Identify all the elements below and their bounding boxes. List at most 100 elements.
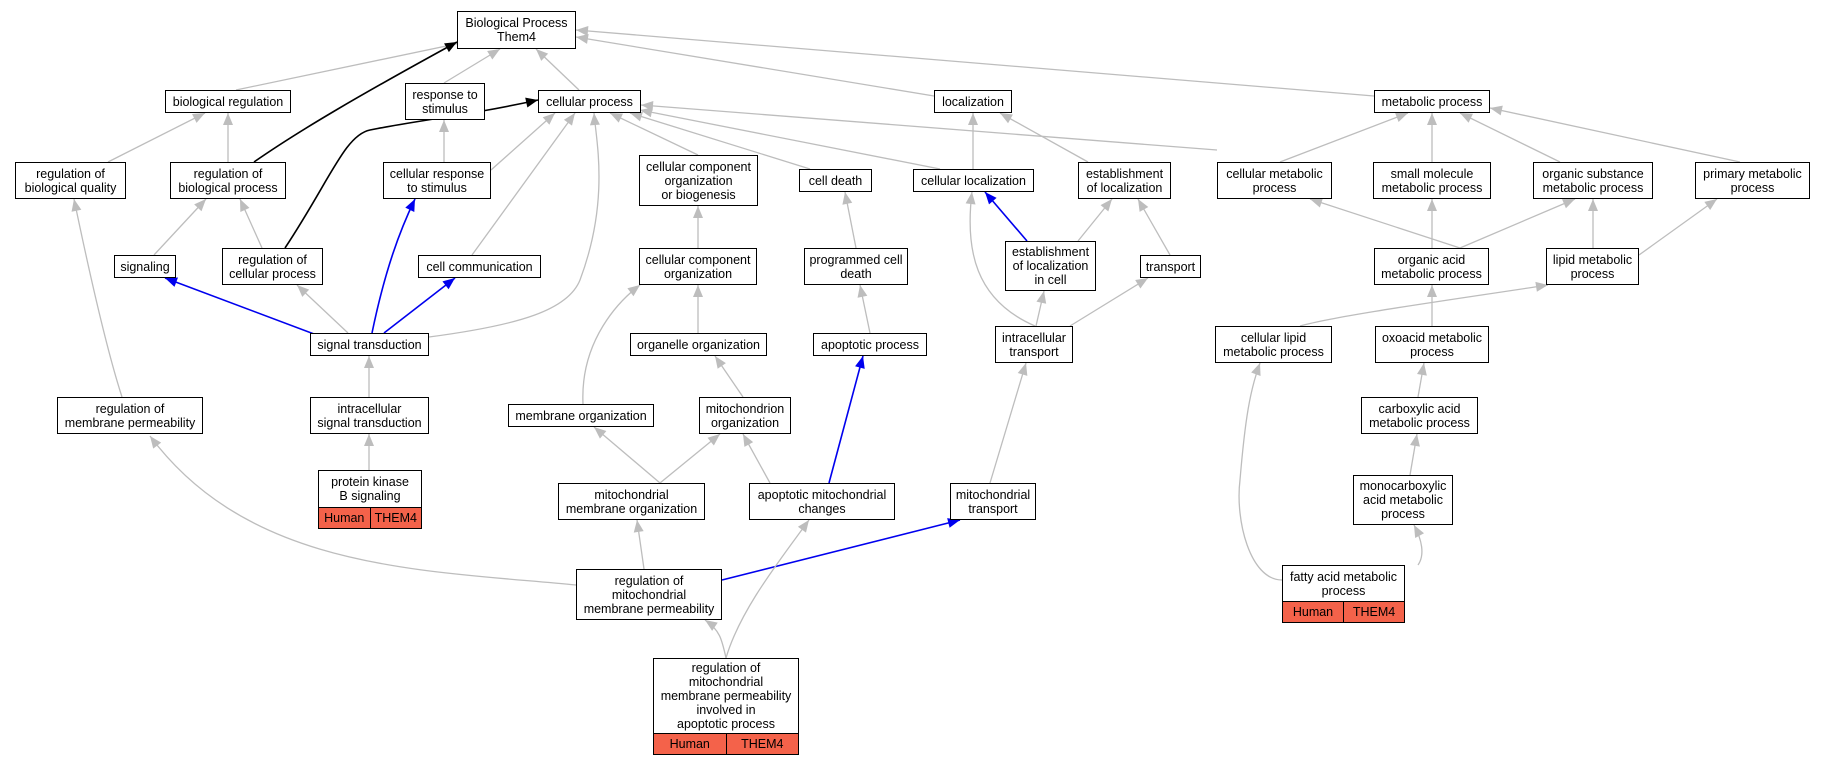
node-primary-metabolic-process[interactable]: primary metabolic process xyxy=(1695,162,1810,199)
node-cellular-process[interactable]: cellular process xyxy=(538,90,641,113)
edge xyxy=(575,36,935,97)
edge xyxy=(73,198,123,398)
node-monocarboxylic-acid-metabolic-process[interactable]: monocarboxylic acid metabolic process xyxy=(1353,475,1453,525)
node-regulation-of-mmp-involved-in-apoptotic-process[interactable]: regulation of mitochondrial membrane per… xyxy=(653,658,799,755)
edge-arrowhead xyxy=(1135,278,1148,289)
edge-arrowhead xyxy=(641,100,654,111)
edge-arrowhead xyxy=(693,206,703,218)
node-biological-regulation[interactable]: biological regulation xyxy=(165,90,291,113)
node-cellular-metabolic-process[interactable]: cellular metabolic process xyxy=(1217,162,1332,199)
edge-arrowhead xyxy=(947,518,960,528)
edge xyxy=(371,198,416,334)
node-apoptotic-process[interactable]: apoptotic process xyxy=(813,333,927,356)
node-mitochondrial-transport[interactable]: mitochondrial transport xyxy=(950,483,1036,520)
node-mitochondrion-organization[interactable]: mitochondrion organization xyxy=(699,397,791,434)
node-metabolic-process[interactable]: metabolic process xyxy=(1374,90,1490,113)
node-small-molecule-metabolic-process[interactable]: small molecule metabolic process xyxy=(1373,162,1491,199)
edge-arrowhead xyxy=(1017,363,1028,376)
node-label: Biological Process Them4 xyxy=(465,16,568,44)
node-label: organic substance metabolic process xyxy=(1542,166,1644,195)
node-regulation-of-biological-quality[interactable]: regulation of biological quality xyxy=(15,162,126,199)
node-intracellular-signal-transduction[interactable]: intracellular signal transduction xyxy=(310,397,429,434)
node-carboxylic-acid-metabolic-process[interactable]: carboxylic acid metabolic process xyxy=(1361,397,1478,434)
edge-arrowhead xyxy=(1490,105,1503,116)
node-label: regulation of mitochondrial membrane per… xyxy=(660,661,792,731)
edge-arrowhead xyxy=(71,199,82,212)
node-regulation-of-cellular-process[interactable]: regulation of cellular process xyxy=(222,248,323,285)
node-label: regulation of biological quality xyxy=(24,166,117,195)
node-label: metabolic process xyxy=(1381,94,1483,109)
edge xyxy=(471,112,576,256)
node-cellular-localization[interactable]: cellular localization xyxy=(913,169,1034,192)
node-signaling[interactable]: signaling xyxy=(114,255,176,278)
node-cellular-lipid-metabolic-process[interactable]: cellular lipid metabolic process xyxy=(1215,326,1332,363)
node-label: regulation of mitochondrial membrane per… xyxy=(583,573,715,616)
node-cellular-response-to-stimulus[interactable]: cellular response to stimulus xyxy=(383,162,491,199)
node-establishment-of-localization-in-cell[interactable]: establishment of localization in cell xyxy=(1005,241,1096,291)
edge xyxy=(1309,198,1461,249)
node-cell-death[interactable]: cell death xyxy=(799,169,872,192)
node-ccob[interactable]: cellular component organization or bioge… xyxy=(639,155,758,206)
edge xyxy=(1459,198,1576,249)
edge-arrowhead xyxy=(1395,112,1408,122)
node-label: biological regulation xyxy=(172,94,284,109)
edge-arrowhead xyxy=(192,113,205,123)
node-label: response to stimulus xyxy=(412,87,478,116)
node-establishment-of-localization[interactable]: establishment of localization xyxy=(1078,162,1171,199)
edge xyxy=(629,112,811,170)
edge-arrowhead xyxy=(842,192,853,205)
annotation-row: Human THEM4 xyxy=(319,507,421,528)
node-label: cellular response to stimulus xyxy=(389,166,485,195)
node-label: localization xyxy=(942,94,1004,109)
node-membrane-organization[interactable]: membrane organization xyxy=(508,404,654,427)
node-protein-kinase-b-signaling[interactable]: protein kinase B signaling Human THEM4 xyxy=(318,470,422,529)
edge xyxy=(721,519,961,581)
edge xyxy=(639,109,941,170)
node-signal-transduction[interactable]: signal transduction xyxy=(310,333,429,356)
edge xyxy=(1638,198,1718,256)
node-lipid-metabolic-process[interactable]: lipid metabolic process xyxy=(1546,248,1639,285)
node-label: organelle organization xyxy=(636,337,760,352)
node-label: cell death xyxy=(808,173,863,188)
node-fatty-acid-metabolic-process[interactable]: fatty acid metabolic process Human THEM4 xyxy=(1282,565,1405,623)
node-regulation-of-membrane-permeability[interactable]: regulation of membrane permeability xyxy=(57,397,203,434)
node-label: small molecule metabolic process xyxy=(1381,166,1483,195)
node-label: signaling xyxy=(120,259,170,274)
node-response-to-stimulus[interactable]: response to stimulus xyxy=(405,83,485,120)
node-organelle-organization[interactable]: organelle organization xyxy=(630,333,767,356)
node-oxoacid-metabolic-process[interactable]: oxoacid metabolic process xyxy=(1375,326,1489,363)
edge-arrowhead xyxy=(1410,434,1420,447)
node-intracellular-transport[interactable]: intracellular transport xyxy=(995,326,1073,363)
edge-arrowhead xyxy=(1414,525,1425,538)
edge-arrowhead xyxy=(165,277,178,287)
node-label: lipid metabolic process xyxy=(1552,252,1633,281)
edge-arrowhead xyxy=(1427,113,1437,125)
node-cell-communication[interactable]: cell communication xyxy=(418,255,541,278)
node-programmed-cell-death[interactable]: programmed cell death xyxy=(804,248,908,285)
node-mitochondrial-membrane-organization[interactable]: mitochondrial membrane organization xyxy=(558,483,705,520)
node-cellular-component-organization[interactable]: cellular component organization xyxy=(639,248,757,285)
node-localization[interactable]: localization xyxy=(934,90,1012,113)
node-label: intracellular transport xyxy=(1002,330,1066,359)
edge-arrowhead xyxy=(576,26,589,36)
edge-arrowhead xyxy=(705,620,718,631)
node-organic-acid-metabolic-process[interactable]: organic acid metabolic process xyxy=(1374,248,1489,285)
node-regulation-of-biological-process[interactable]: regulation of biological process xyxy=(170,162,286,199)
edge-arrowhead xyxy=(223,113,233,125)
node-label: carboxylic acid metabolic process xyxy=(1369,401,1470,430)
edge xyxy=(383,277,456,334)
node-transport[interactable]: transport xyxy=(1140,255,1201,278)
edge-arrowhead xyxy=(633,520,644,533)
edge-arrowhead xyxy=(1562,199,1575,209)
node-label: cellular component organization xyxy=(645,252,751,281)
node-label: programmed cell death xyxy=(809,252,903,281)
node-regulation-of-mitochondrial-membrane-permeability[interactable]: regulation of mitochondrial membrane per… xyxy=(576,569,722,620)
node-label: mitochondrial transport xyxy=(955,487,1031,516)
edge-arrowhead xyxy=(855,356,865,369)
node-biological-process[interactable]: Biological Process Them4 xyxy=(457,11,576,49)
node-apoptotic-mitochondrial-changes[interactable]: apoptotic mitochondrial changes xyxy=(749,483,895,520)
node-organic-substance-metabolic-process[interactable]: organic substance metabolic process xyxy=(1533,162,1653,199)
edge-arrowhead xyxy=(297,285,310,297)
node-label: intracellular signal transduction xyxy=(317,401,422,430)
